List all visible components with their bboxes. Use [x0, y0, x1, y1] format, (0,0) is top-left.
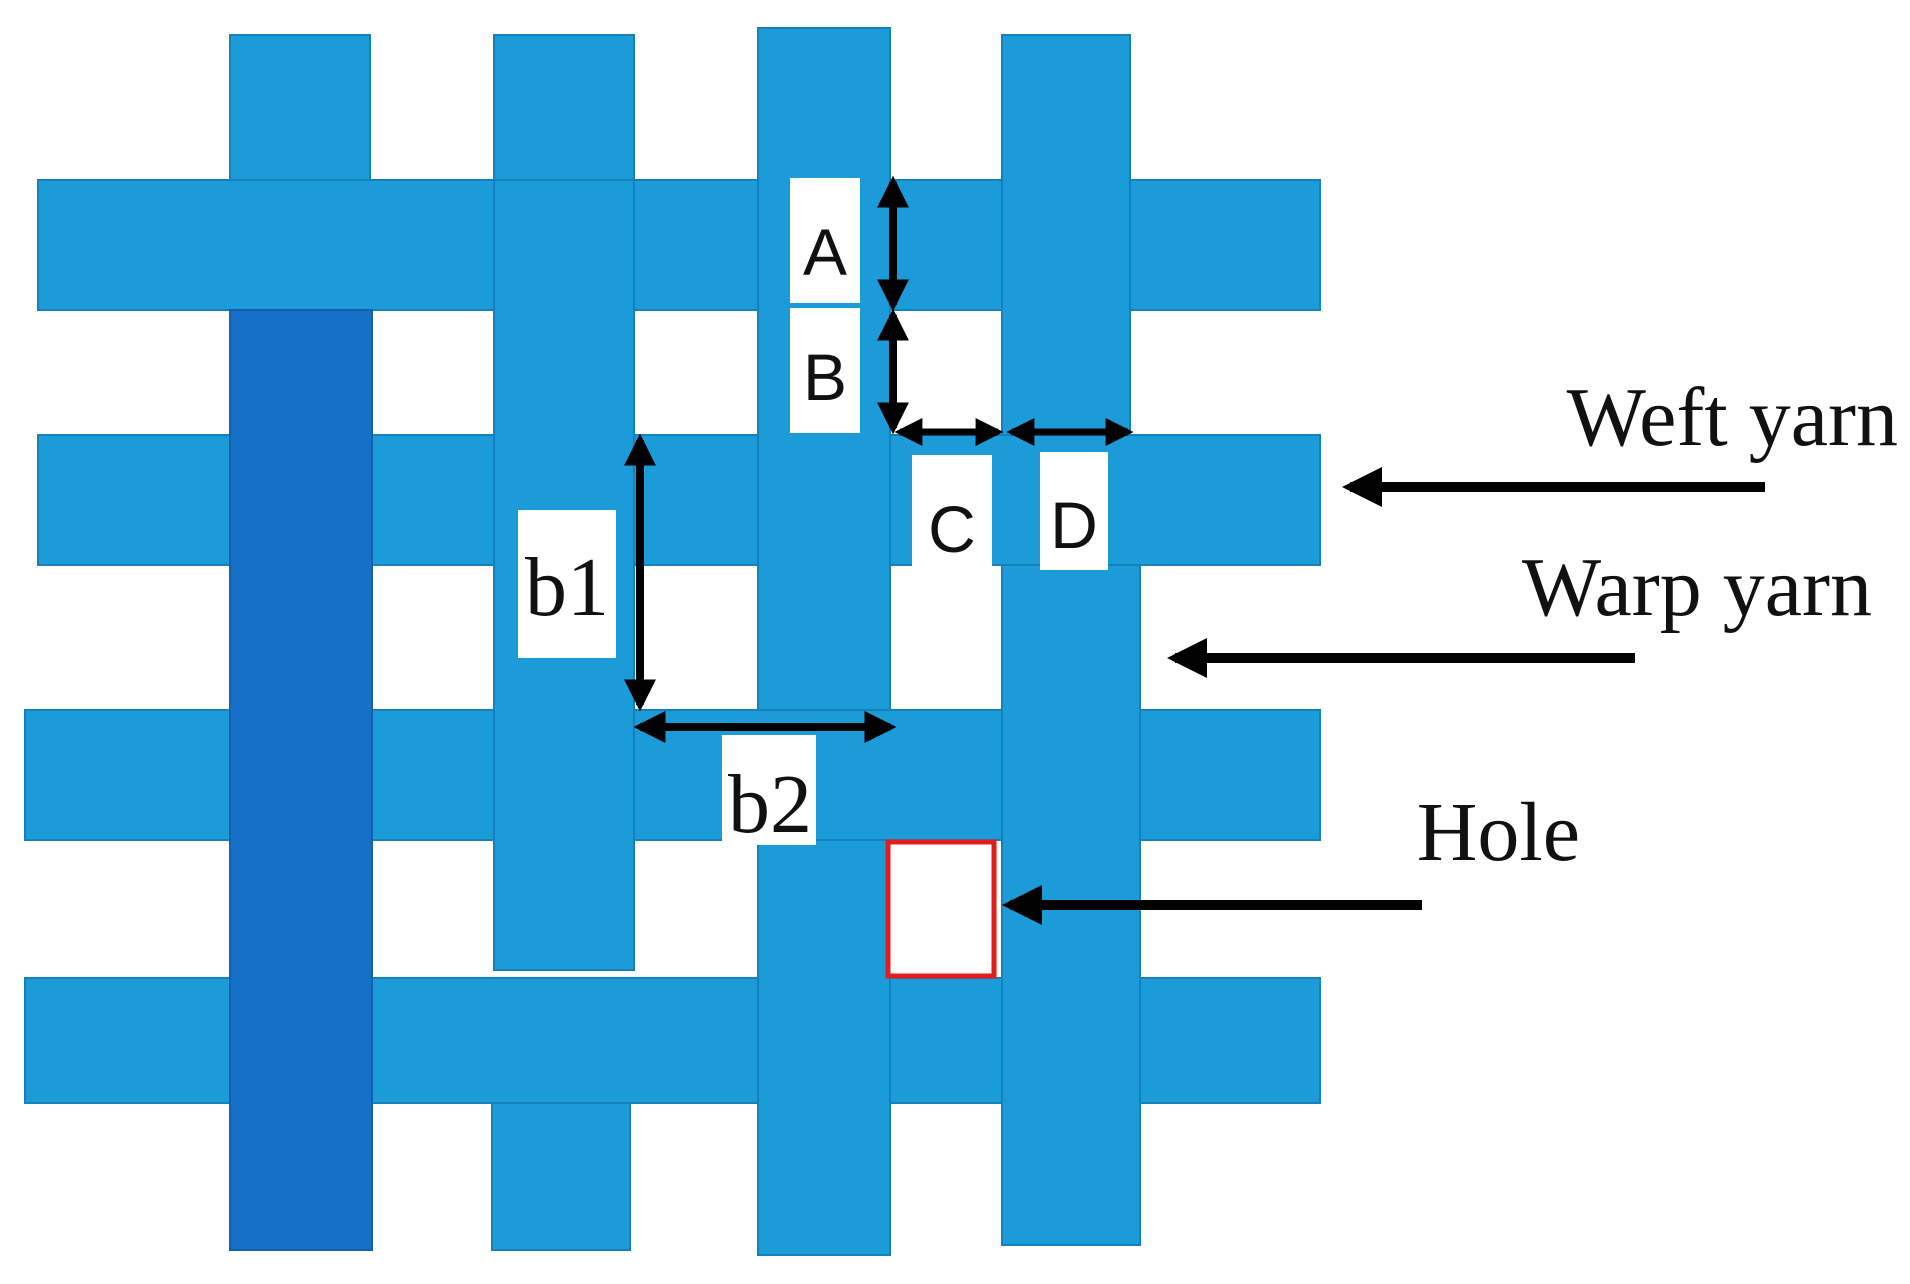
warp-yarn-2: [493, 34, 635, 186]
dimension-arrows: [624, 175, 1134, 743]
label-box-b1: [518, 510, 616, 658]
callout-warp-yarn: Warp yarn: [1522, 541, 1872, 634]
label-box-d: [1040, 452, 1108, 570]
label-b: B: [803, 340, 847, 414]
label-c: C: [928, 492, 976, 566]
warp-yarn-1: [229, 34, 371, 186]
label-box-b2: [722, 735, 816, 845]
warp-yarn-3-body-lower: [757, 839, 891, 1256]
label-a: A: [803, 215, 847, 289]
callout-hole: Hole: [1417, 786, 1580, 879]
warp-yarn-4-body: [1001, 34, 1131, 436]
dark-warp-yarn: [229, 309, 373, 1251]
hole-box: [885, 839, 997, 979]
label-box-b: [790, 308, 860, 433]
label-box-a: [790, 178, 860, 303]
warp-yarn-2-bottom: [491, 1089, 631, 1251]
label-b1: b1: [525, 541, 609, 634]
callout-weft-yarn: Weft yarn: [1567, 371, 1898, 464]
label-d: D: [1050, 488, 1098, 562]
callouts: Weft yarn Warp yarn Hole: [1002, 371, 1898, 925]
label-b2: b2: [728, 758, 812, 851]
label-box-c: [912, 455, 992, 570]
